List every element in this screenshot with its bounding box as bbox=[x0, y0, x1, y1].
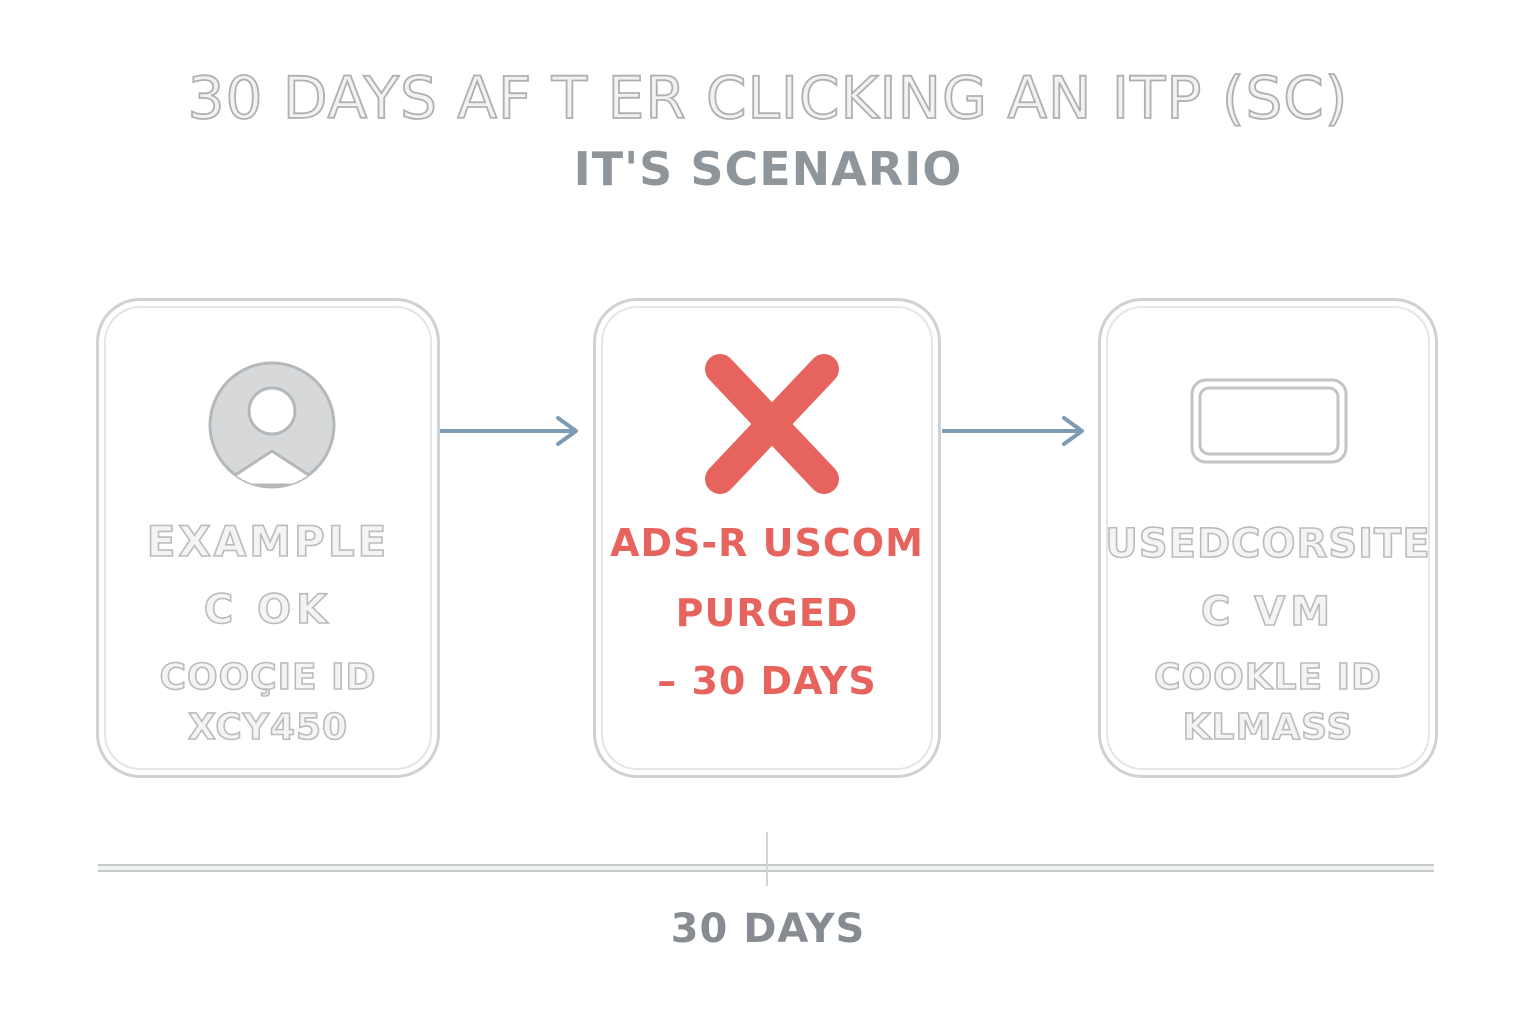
rounded-rectangle-icon bbox=[1190, 378, 1348, 464]
card-2-line-2: PURGED bbox=[675, 591, 859, 635]
card-1-line-4: XCY450 bbox=[187, 706, 349, 749]
card-3-line-2: C VM bbox=[1200, 588, 1336, 636]
card-3-line-1: USEDCORSITE bbox=[1105, 520, 1431, 568]
diagram-subtitle: IT'S SCENARIO bbox=[573, 142, 963, 196]
card-2-line-3: – 30 DAYS bbox=[657, 659, 877, 703]
card-1-line-1: EXAMPLE bbox=[146, 516, 390, 567]
card-1-line-2: C OK bbox=[203, 586, 333, 634]
timeline-midpoint-tick bbox=[766, 832, 768, 886]
red-x-icon bbox=[705, 354, 839, 494]
arrow-right-icon bbox=[440, 416, 578, 446]
card-3-line-3: COOKLE ID bbox=[1153, 656, 1382, 699]
arrow-right-icon bbox=[942, 416, 1084, 446]
timeline-label: 30 DAYS bbox=[670, 906, 866, 952]
card-3-line-4: KLMASS bbox=[1182, 706, 1354, 749]
diagram-title: 30 DAYS AF T ER CLICKING AN ITP (SC) bbox=[187, 63, 1349, 133]
card-purged: ADS-R USCOM PURGED – 30 DAYS bbox=[593, 298, 941, 778]
user-avatar-icon bbox=[208, 361, 336, 489]
card-example-cookie: EXAMPLE C OK COOÇIE ID XCY450 bbox=[96, 298, 440, 778]
card-used-cookie: USEDCORSITE C VM COOKLE ID KLMASS bbox=[1098, 298, 1438, 778]
card-1-line-3: COOÇIE ID bbox=[159, 656, 377, 699]
card-2-line-1: ADS-R USCOM bbox=[610, 521, 924, 565]
